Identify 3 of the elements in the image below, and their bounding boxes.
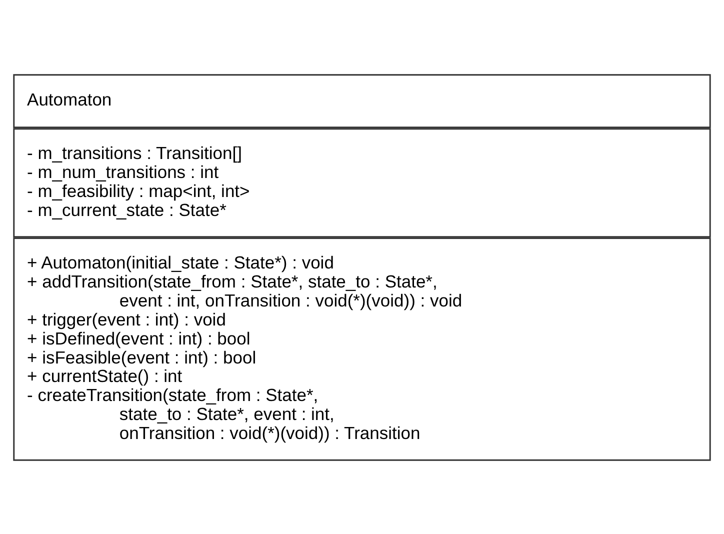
node-box: - m_transitions : Transition[] - m_num_transitions : int - m_feasibility : map<int, int> - m_current_state : State* [13,128,711,238]
node-box: Automaton [13,74,711,128]
node-box: + Automaton(initial_state : State*) : void + addTransition(state_from : State*, state_to : State*, event : int, onTransition : void(*)(void)) : void + trigger(event : int) : void + isDefined(event : int) : bool + isFeasible(event : int) : bool + currentState() : int - createTransition(state_from : State*, state_to : State*, event : int, onTransition : void(*)(void)) : Transition [13,237,711,460]
